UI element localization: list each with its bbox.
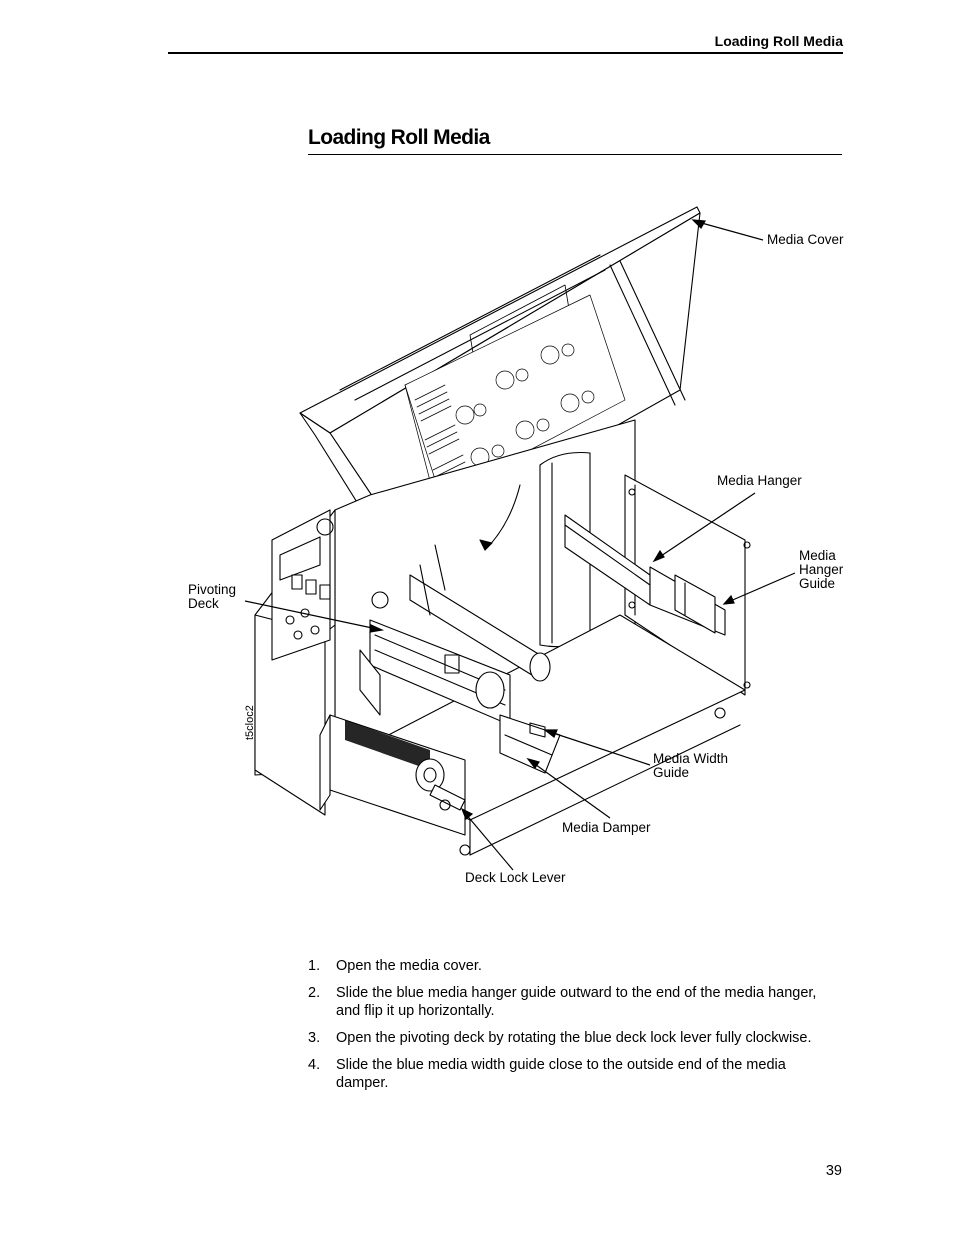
section-title: Loading Roll Media (308, 124, 842, 155)
callout-media-hanger: Media Hanger (717, 473, 802, 488)
running-header: Loading Roll Media (168, 33, 843, 54)
callout-media-hanger-guide: Media Hanger Guide (799, 548, 844, 591)
step-text: Open the media cover. (336, 958, 482, 974)
callout-media-cover: Media Cover (767, 232, 844, 247)
callout-media-width-guide: Media Width Guide (653, 751, 729, 780)
step-text: Slide the blue media width guide close t… (336, 1057, 786, 1091)
figure-id-label: t5cloc2 (244, 705, 256, 740)
spindle (409, 484, 551, 682)
step-item: 2. Slide the blue media hanger guide out… (308, 984, 842, 1020)
callout-media-damper: Media Damper (562, 820, 651, 835)
step-item: 3. Open the pivoting deck by rotating th… (308, 1029, 842, 1047)
callout-pivoting-deck: Pivoting Deck (188, 582, 237, 611)
page-number: 39 (825, 1163, 842, 1179)
media-damper-part (499, 714, 561, 774)
step-item: 1. Open the media cover. (308, 957, 842, 975)
printer-illustration (244, 206, 796, 871)
step-number: 3. (308, 1030, 321, 1046)
running-header-title: Loading Roll Media (714, 33, 843, 49)
callout-deck-lock-lever: Deck Lock Lever (465, 870, 566, 885)
step-number: 1. (308, 958, 321, 974)
step-number: 2. (308, 985, 321, 1001)
step-number: 4. (308, 1057, 321, 1073)
leader-lines (244, 219, 796, 871)
step-text: Slide the blue media hanger guide outwar… (336, 985, 817, 1019)
pivoting-deck-part (359, 591, 511, 726)
step-text: Open the pivoting deck by rotating the b… (336, 1030, 812, 1046)
step-item: 4. Slide the blue media width guide clos… (308, 1056, 842, 1092)
lower-deck (319, 707, 726, 856)
procedure-steps: 1. Open the media cover. 2. Slide the bl… (308, 957, 842, 1101)
media-hanger-part (564, 514, 726, 636)
